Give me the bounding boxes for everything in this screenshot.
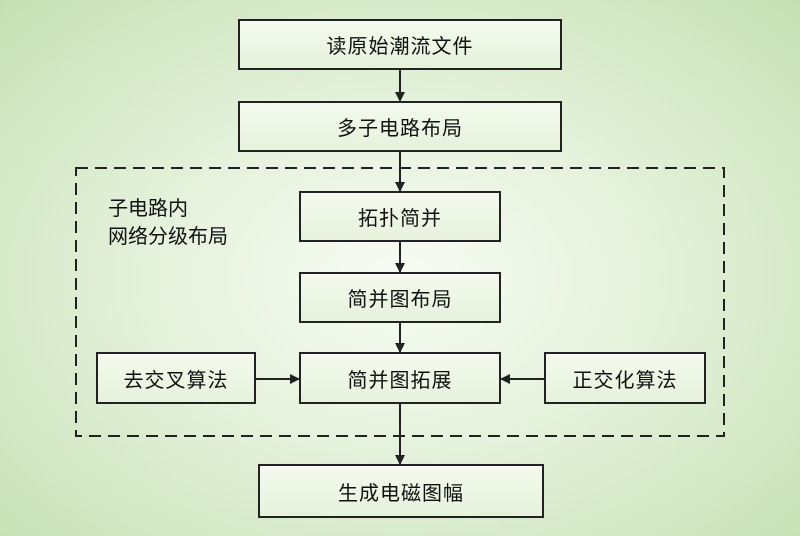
node-generate-graph-label: 生成电磁图幅: [338, 480, 464, 505]
node-simplified-graph-expand: 简并图拓展: [299, 352, 501, 404]
node-orthogonal: 正交化算法: [544, 352, 706, 404]
node-read-flow-file-label: 读原始潮流文件: [326, 34, 474, 58]
node-multi-subcircuit-layout-label: 多子电路布局: [337, 116, 463, 140]
node-simplified-graph-layout-label: 简并图布局: [347, 287, 453, 311]
node-remove-crossing: 去交叉算法: [96, 352, 256, 404]
node-orthogonal-label: 正交化算法: [572, 367, 678, 392]
node-read-flow-file: 读原始潮流文件: [238, 19, 562, 70]
subcircuit-region-label: 子电路内 网络分级布局: [108, 194, 228, 250]
node-topology-simplify-label: 拓扑简并: [358, 206, 442, 230]
node-simplified-graph-layout: 简并图布局: [299, 272, 501, 323]
region-label-line1: 子电路内: [108, 196, 188, 220]
region-label-line2: 网络分级布局: [108, 224, 228, 248]
node-simplified-graph-expand-label: 简并图拓展: [347, 367, 453, 392]
node-multi-subcircuit-layout: 多子电路布局: [238, 101, 562, 152]
node-topology-simplify: 拓扑简并: [299, 191, 501, 242]
node-generate-graph: 生成电磁图幅: [258, 464, 544, 518]
node-remove-crossing-label: 去交叉算法: [123, 367, 229, 392]
